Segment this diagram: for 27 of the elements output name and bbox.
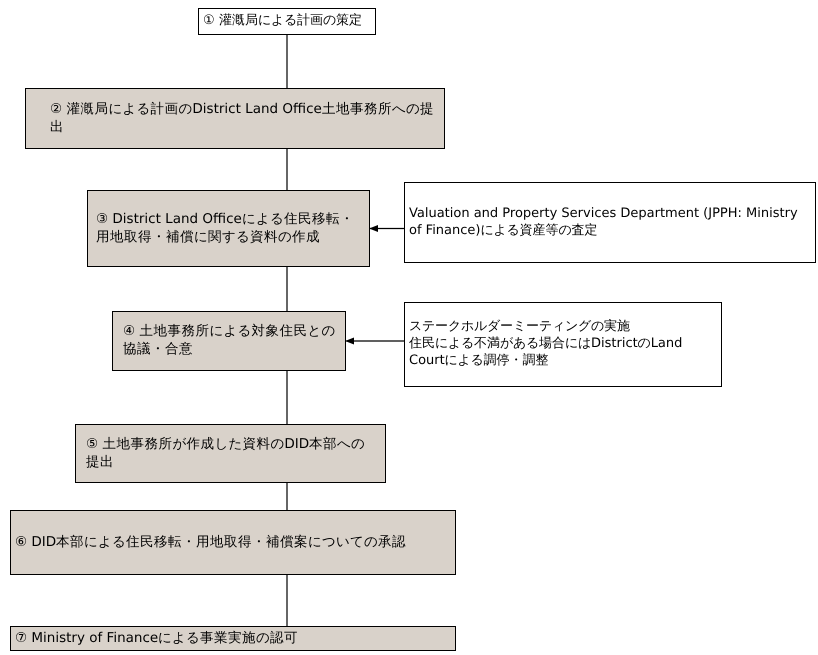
- process-box: [10, 510, 456, 575]
- process-box: [112, 311, 346, 371]
- connector-line: [286, 35, 288, 88]
- connector-line: [286, 483, 288, 510]
- box-text: ② 灌漑局による計画のDistrict Land Office土地事務所への提出: [50, 100, 435, 136]
- box-text: ⑤ 土地事務所が作成した資料のDID本部への提出: [86, 436, 366, 472]
- box-text: 住民による不満がある場合にはDistrictのLand Courtによる調停・調整: [409, 336, 684, 370]
- box-text: ⑥ DID本部による住民移転・用地取得・補償案についての承認: [15, 534, 408, 552]
- box-text: ⑦ Ministry of Financeによる事業実施の認可: [15, 630, 300, 648]
- process-box: [404, 302, 722, 387]
- box-text: Valuation and Property Services Department (JPPH: Ministry of Finance)による資産等の査定: [409, 206, 799, 240]
- process-box: [404, 182, 816, 263]
- process-box: [198, 8, 376, 35]
- connector-line: [286, 267, 288, 311]
- arrow: [369, 224, 404, 232]
- box-text: ① 灌漑局による計画の策定: [203, 13, 363, 30]
- process-box: [10, 626, 456, 651]
- box-text: ③ District Land Officeによる住民移転・用地取得・補償に関する資料の作成: [96, 210, 355, 246]
- arrow: [345, 337, 404, 345]
- box-text: ステークホルダーミーティングの実施: [409, 319, 631, 336]
- connector-line: [286, 149, 288, 190]
- connector-line: [286, 575, 288, 626]
- process-box: [75, 424, 386, 483]
- connector-line: [286, 371, 288, 424]
- process-box: [87, 190, 370, 267]
- box-text: ④ 土地事務所による対象住民との協議・合意: [123, 323, 336, 359]
- process-box: [25, 88, 445, 149]
